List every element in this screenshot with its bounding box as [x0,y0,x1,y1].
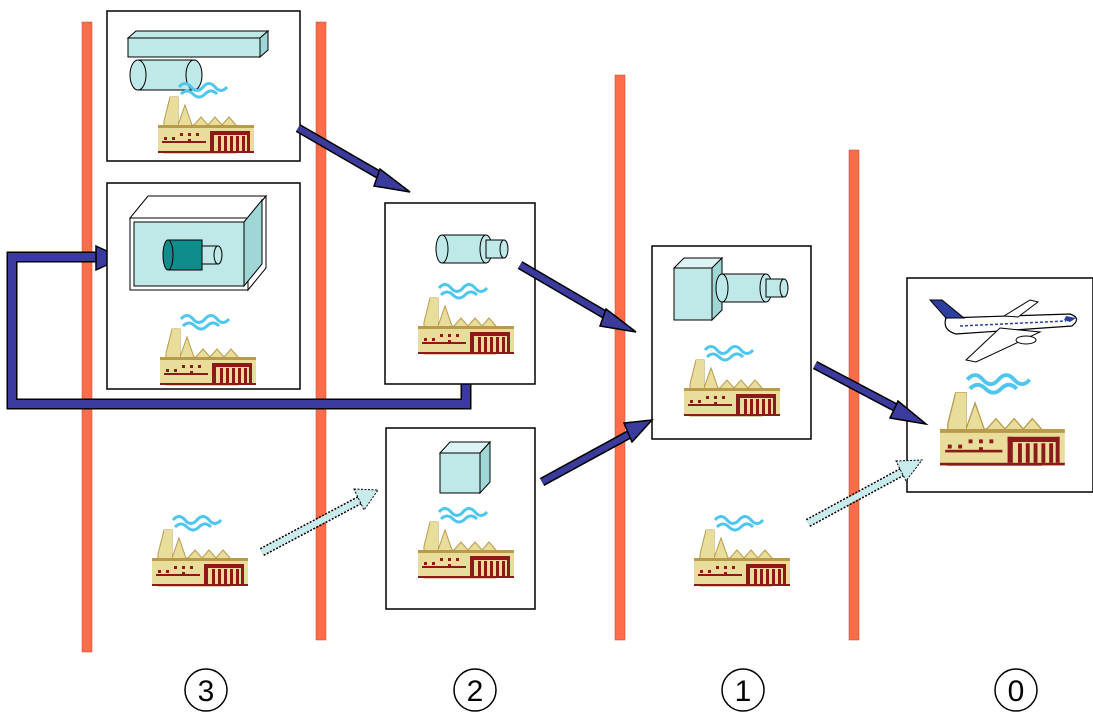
tier-0-label-text: 0 [1008,675,1025,708]
solid-flow-arrows [295,124,929,486]
shaft-supplier-node [384,202,536,385]
tier-3-label: 3 [184,668,228,712]
raw-materials-supplier-node [106,10,301,162]
machine-housing-icon [128,194,268,292]
tier-1-label: 1 [721,668,765,712]
tier-labels: 3 2 1 0 [184,668,1038,712]
tier3-unboxed-factory-icon [150,515,250,588]
airplane-icon [928,299,1078,363]
tier-dividers [81,21,860,653]
tier-0-label: 0 [994,668,1038,712]
dotted-flow-arrows [259,459,924,556]
tier1-unboxed-factory-icon [692,515,792,588]
assembly-supplier-node [651,245,812,440]
cube-part-icon [438,440,492,495]
flow-arrow [295,124,411,193]
block-supplier-node [385,427,536,610]
tier-divider [848,149,860,641]
dotted-flow-arrow [805,459,924,527]
tier-2-label: 2 [453,668,497,712]
tier-divider [81,21,93,653]
tier-2-label-text: 2 [467,675,484,708]
tier-divider [315,21,327,641]
machine-tool-supplier-node [106,182,301,390]
motor-assembly-icon [672,256,724,322]
flow-arrow [539,419,654,486]
tier-3-label-text: 3 [198,675,215,708]
aircraft-manufacturer-node [906,277,1093,493]
tier-divider [614,74,626,641]
flow-arrow [517,261,637,333]
tier-1-label-text: 1 [735,675,752,708]
dotted-flow-arrow [259,488,379,556]
node-box [384,202,536,385]
flow-arrow [812,361,929,426]
